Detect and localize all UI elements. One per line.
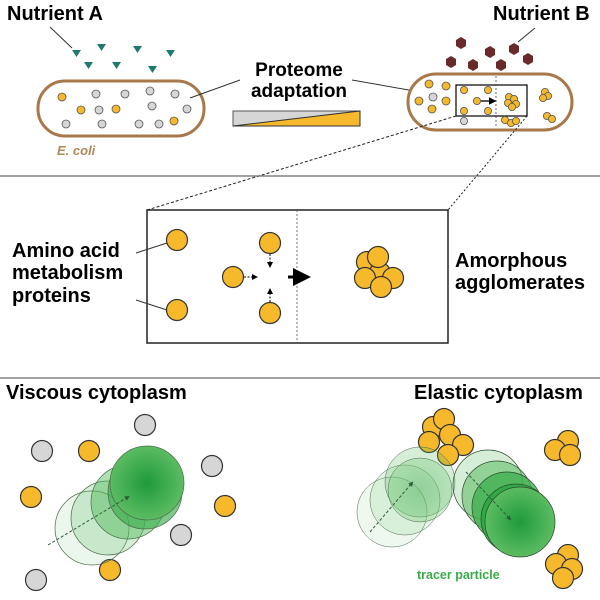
- amino-label-line3: proteins: [12, 284, 91, 307]
- nutrient-b-leader: [517, 27, 536, 43]
- nutrient-a-triangle: [97, 44, 106, 51]
- tracer-path-elastic-right: [465, 471, 512, 521]
- proteome-leader-left: [189, 79, 241, 99]
- tracer-path-elastic-left: [369, 481, 414, 533]
- proteome-adaptation-wedge: [232, 110, 361, 127]
- nutrient-a-triangle: [133, 46, 142, 53]
- nutrient-b-label: Nutrient B: [493, 3, 590, 25]
- tracer-trail-viscous: [54, 445, 185, 566]
- converging-arrows: [244, 254, 273, 302]
- amino-label-line2: metabolism: [12, 262, 124, 285]
- zoom-line-right: [447, 115, 528, 211]
- zoom-box-small: [455, 84, 528, 117]
- nutrient-a-triangle: [84, 62, 93, 69]
- amorphous-label-line2: agglomerates: [455, 272, 586, 295]
- nutrient-b-particles: [446, 37, 533, 71]
- nutrient-a-triangle: [166, 50, 175, 57]
- elastic-cytoplasm-title: Elastic cytoplasm: [414, 382, 583, 404]
- amino-acid-label: Amino acid metabolism proteins: [12, 240, 123, 307]
- nutrient-a-triangle: [148, 66, 157, 73]
- amino-label-line1: Amino acid: [12, 240, 120, 262]
- viscous-cytoplasm-title: Viscous cytoplasm: [6, 382, 187, 404]
- tracer-particle-label: tracer particle: [417, 568, 500, 582]
- amorphous-agglomerates-label: Amorphous agglomerates: [455, 250, 585, 295]
- agglomerate-cluster: [353, 245, 405, 299]
- proteins-right-cell: [414, 79, 557, 128]
- proteome-leader-right: [351, 79, 421, 93]
- amino-leader-2: [135, 299, 168, 311]
- tracer-path-viscous: [47, 495, 130, 546]
- nutrient-a-triangle: [112, 62, 121, 69]
- proteome-adaptation-label: Proteome adaptation: [247, 60, 351, 102]
- nutrient-a-label: Nutrient A: [7, 3, 103, 25]
- viscous-proteins: [19, 413, 237, 592]
- amino-leader-1: [135, 242, 168, 254]
- nutrient-a-triangle: [72, 50, 81, 57]
- amino-acid-proteins: [165, 228, 282, 325]
- proteome-label-line1: Proteome: [255, 60, 343, 81]
- nutrient-a-particles: [72, 44, 175, 73]
- amorphous-label-line1: Amorphous: [455, 250, 568, 272]
- ecoli-label: E. coli: [57, 143, 96, 158]
- zoom-line-left: [146, 115, 457, 211]
- tracer-trail-elastic-right: [452, 449, 556, 558]
- proteome-label-line2: adaptation: [250, 80, 348, 102]
- elastic-agglomerates: [417, 407, 584, 590]
- proteins-left-cell: [57, 86, 192, 129]
- tracer-trail-elastic-left: [356, 446, 456, 548]
- nutrient-a-leader: [49, 26, 73, 49]
- ecoli-cell-left: [36, 79, 206, 138]
